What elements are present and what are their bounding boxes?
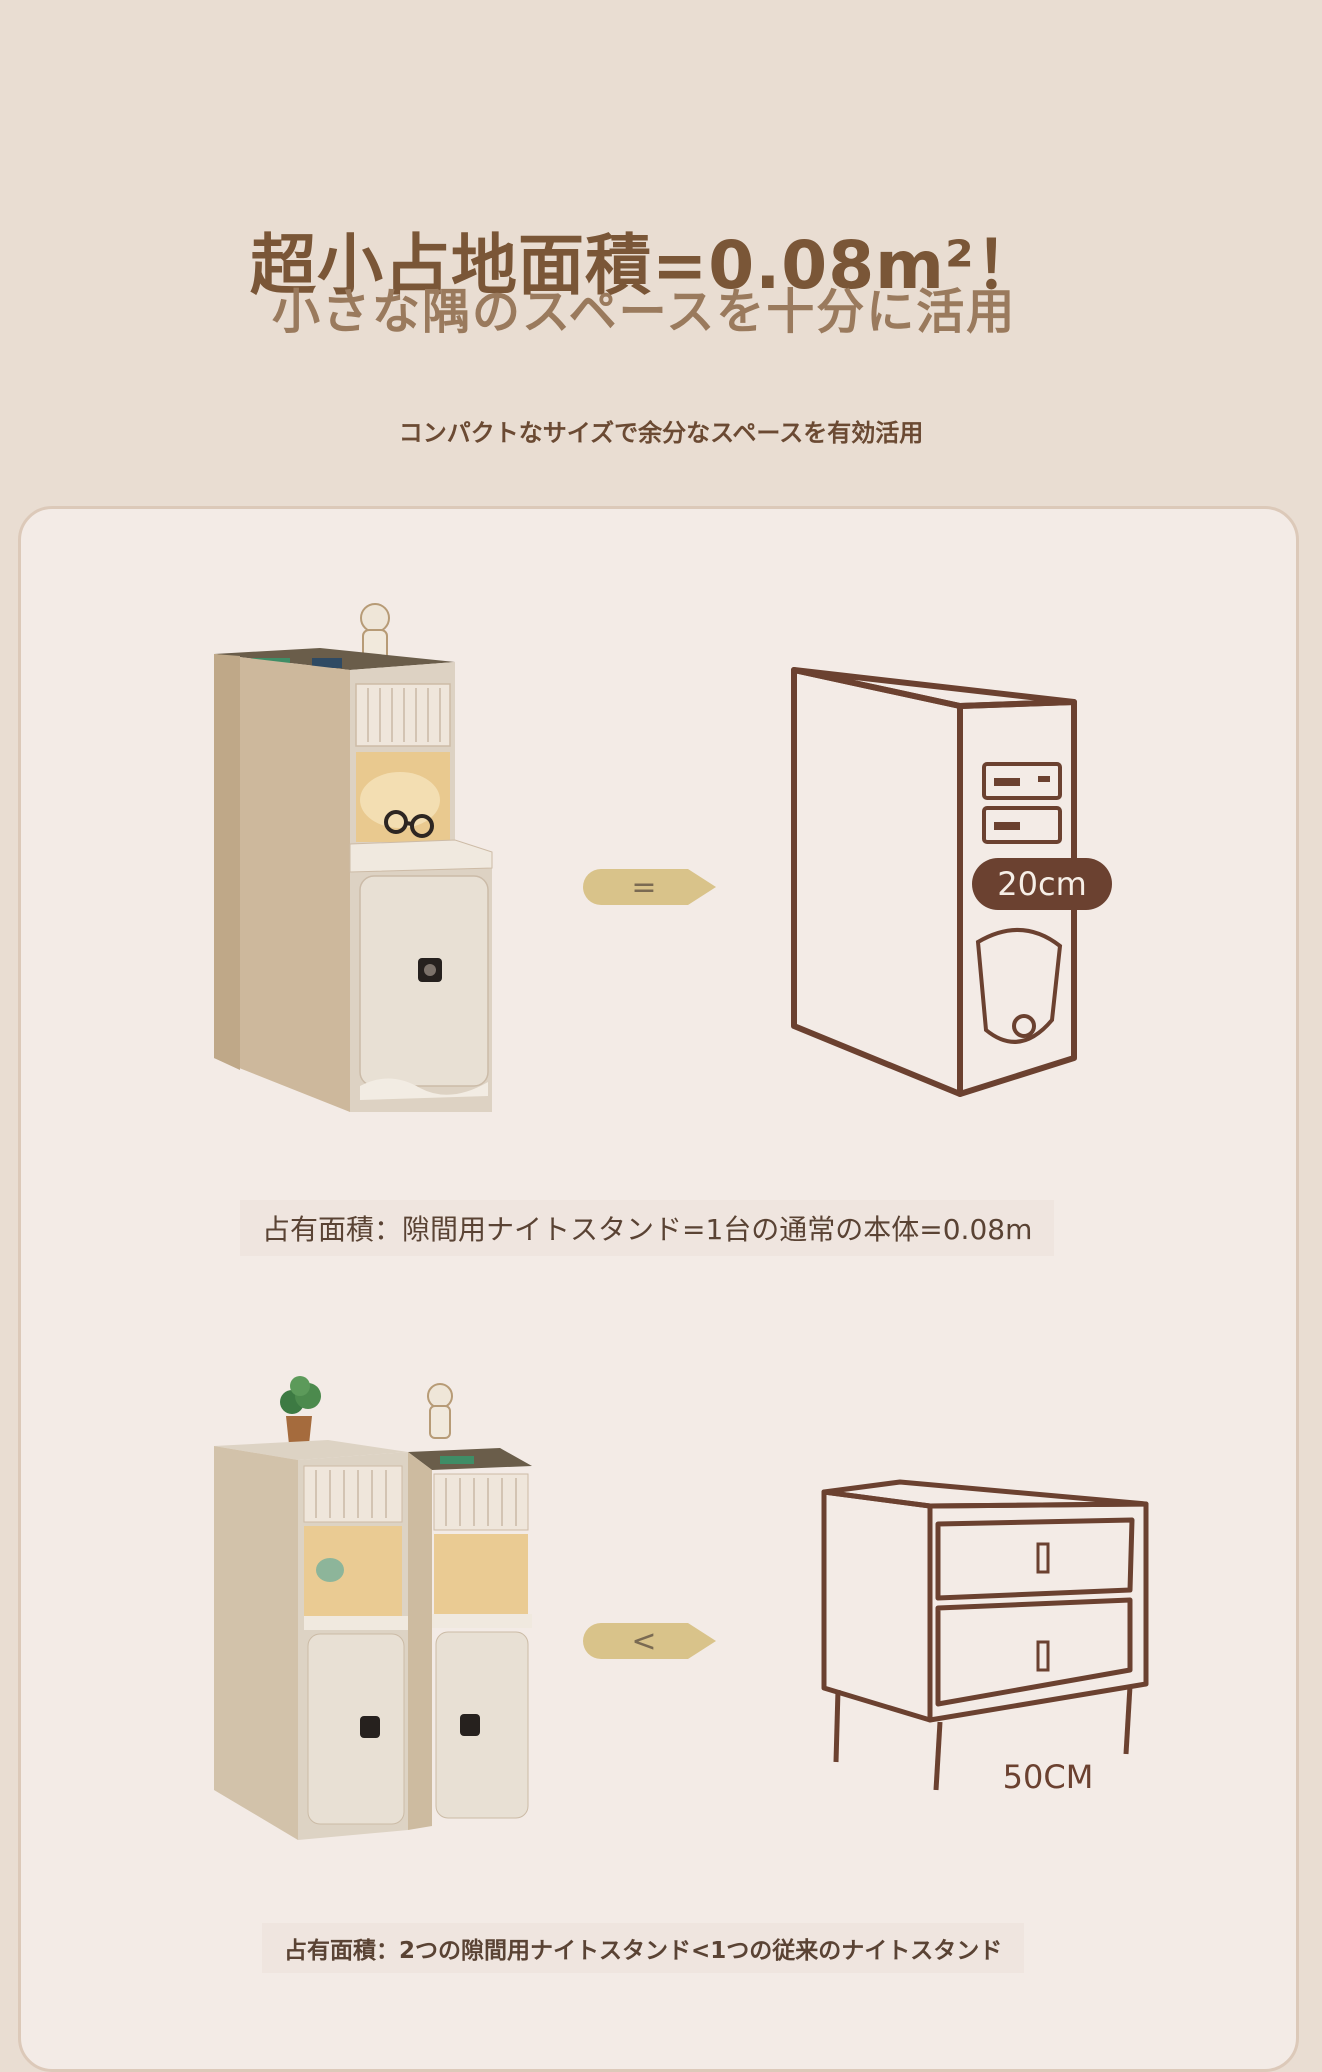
door-lock-icon-left <box>360 1716 380 1738</box>
equals-sign: = <box>631 870 656 905</box>
pc-tower-illustration: 20cm <box>791 667 1112 1097</box>
subheadline: 小さな隅のスペースを十分に活用 <box>272 284 1017 340</box>
door-lock-icon-right <box>460 1714 480 1736</box>
slim-nightstand-image <box>214 603 493 1112</box>
headline: 超小占地面積=0.08m²！ <box>250 227 1042 305</box>
dimension-badge <box>972 858 1112 910</box>
caption: コンパクトなサイズで余分なスペースを有効活用 <box>398 419 924 447</box>
footprint-note-2: 占有面積：2つの隙間用ナイトスタンド<1つの従来のナイトスタンド <box>262 1923 1025 1973</box>
footprint-note-1: 占有面積：隙間用ナイトスタンド=1台の通常の本体=0.08m <box>240 1200 1055 1256</box>
equals-tag: = <box>583 869 716 905</box>
regular-nightstand-illustration: 50CM <box>821 1479 1149 1796</box>
dimension-label-2: 50CM <box>1003 1758 1094 1796</box>
dimension-label: 20cm <box>997 865 1086 903</box>
astronaut-figurine-2 <box>427 1383 453 1439</box>
less-than-tag: < <box>583 1623 716 1659</box>
glasses-icon <box>384 810 434 838</box>
less-than-sign: < <box>631 1624 656 1659</box>
double-nightstand-image <box>214 1376 532 1840</box>
